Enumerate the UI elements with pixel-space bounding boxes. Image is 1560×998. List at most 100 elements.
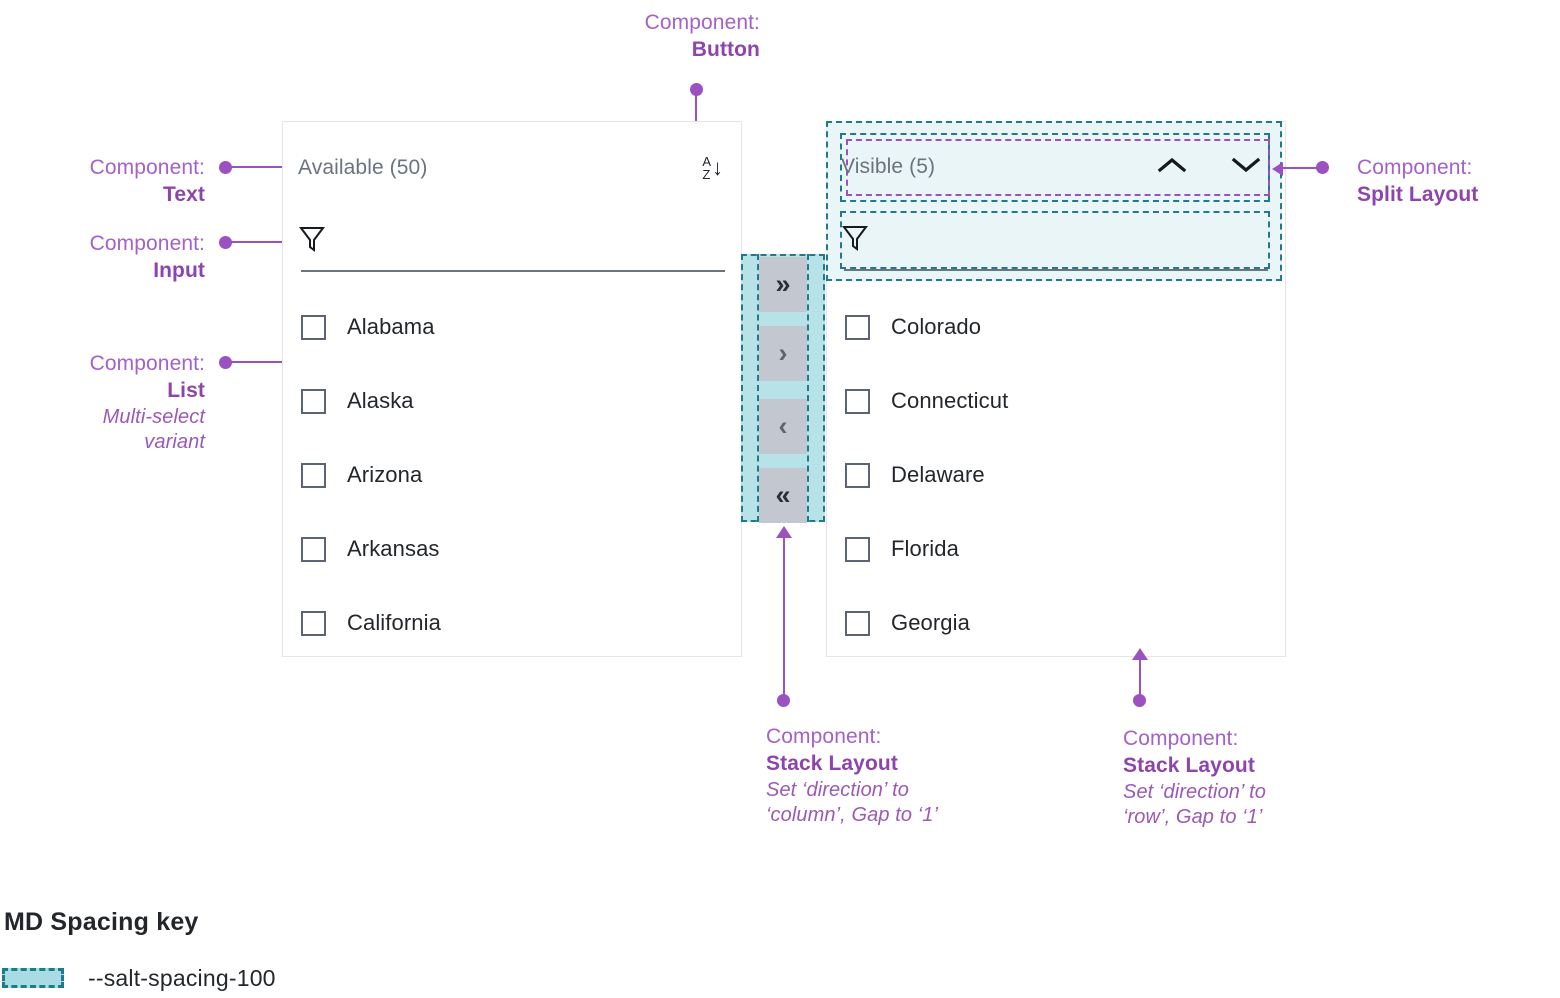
list-item[interactable]: Arizona	[301, 438, 731, 512]
list-item-label: Colorado	[891, 314, 982, 339]
visible-panel-header-icons-overlay	[1156, 155, 1262, 180]
list-item-checkbox[interactable]	[301, 610, 326, 636]
sort-letter-a: A	[702, 153, 711, 169]
move-all-left-button[interactable]: «	[759, 468, 807, 523]
spacing-key-swatch	[2, 968, 64, 988]
annotation-stack-column-sub-2: ‘column’, Gap to ‘1’	[766, 804, 939, 827]
list-item-label: California	[347, 610, 441, 635]
list-item[interactable]: Georgia	[845, 586, 1275, 660]
visible-list[interactable]: Colorado Connecticut Delaware Florida Ge…	[845, 290, 1275, 660]
list-item-label: Connecticut	[891, 388, 1009, 413]
move-left-glyph: ‹	[778, 411, 788, 441]
annotation-stack-column-name: Stack Layout	[766, 751, 898, 775]
list-item[interactable]: Connecticut	[845, 364, 1275, 438]
list-item-checkbox[interactable]	[845, 610, 870, 636]
spacing-key-token: --salt-spacing-100	[88, 965, 276, 991]
leader-dot-list	[219, 356, 232, 369]
leader-line-input	[228, 241, 290, 243]
list-item[interactable]: Alabama	[301, 290, 731, 364]
annotation-input: Component: Input	[20, 231, 205, 285]
annotation-stack-column-sub-1: Set ‘direction’ to	[766, 778, 909, 801]
available-list[interactable]: Alabama Alaska Arizona Arkansas Californ…	[301, 290, 731, 660]
annotation-stack-row-lead: Component:	[1123, 727, 1239, 750]
available-filter-input[interactable]	[298, 224, 326, 259]
list-item-checkbox[interactable]	[301, 314, 326, 340]
list-item-checkbox[interactable]	[301, 536, 326, 562]
transfer-button-stack: » › ‹ «	[741, 254, 825, 523]
list-item-checkbox[interactable]	[301, 462, 326, 488]
leader-dot-split-layout	[1316, 161, 1329, 174]
annotation-button-name: Button	[691, 37, 760, 61]
move-right-button[interactable]: ›	[759, 326, 807, 381]
annotation-text: Component: Text	[20, 155, 205, 209]
leader-line-button	[695, 89, 697, 137]
visible-panel-title-overlay: Visible (5)	[841, 155, 936, 178]
annotation-split-layout-lead: Component:	[1357, 156, 1473, 179]
list-item-label: Georgia	[891, 610, 970, 635]
list-item-checkbox[interactable]	[845, 314, 870, 340]
sort-arrow-down: ↓	[712, 155, 723, 180]
chevron-up-icon[interactable]	[1156, 155, 1188, 180]
leader-dot-stack-column	[777, 694, 790, 707]
funnel-filter-icon	[299, 227, 325, 252]
list-item[interactable]: Arkansas	[301, 512, 731, 586]
annotation-split-layout: Component: Split Layout	[1357, 155, 1557, 209]
annotation-button-lead: Component:	[644, 11, 760, 34]
list-item-checkbox[interactable]	[301, 388, 326, 414]
leader-line-split-layout	[1283, 167, 1323, 169]
split-spacing-guide-input	[840, 211, 1270, 269]
annotation-stack-row: Component: Stack Layout Set ‘direction’ …	[1123, 726, 1463, 831]
annotation-list-sub-1: Multi-select	[102, 405, 205, 428]
move-all-right-button[interactable]: »	[759, 257, 807, 312]
split-spacing-guide-outer	[826, 121, 1282, 281]
available-filter-underline	[301, 270, 725, 272]
annotation-list-name: List	[167, 378, 205, 402]
list-item-checkbox[interactable]	[845, 462, 870, 488]
annotation-stack-column: Component: Stack Layout Set ‘direction’ …	[766, 724, 1096, 829]
chevron-down-icon[interactable]	[1230, 155, 1262, 180]
annotation-text-lead: Component:	[89, 156, 205, 179]
list-item-label: Florida	[891, 536, 959, 561]
list-item-checkbox[interactable]	[845, 388, 870, 414]
list-item[interactable]: Colorado	[845, 290, 1275, 364]
sort-letter-z: Z	[702, 167, 711, 182]
annotation-text-name: Text	[162, 182, 205, 206]
leader-line-stack-row	[1139, 659, 1141, 699]
stack-spacing-guide-inner	[757, 254, 809, 522]
list-item-checkbox[interactable]	[845, 536, 870, 562]
spacing-key-title: MD Spacing key	[4, 908, 199, 936]
annotation-stack-row-sub-1: Set ‘direction’ to	[1123, 780, 1266, 803]
list-item[interactable]: Delaware	[845, 438, 1275, 512]
visible-filter-input-overlay[interactable]	[841, 223, 869, 258]
list-item-label: Alaska	[347, 388, 414, 413]
visible-filter-underline-overlay	[844, 269, 1268, 271]
annotation-split-layout-name: Split Layout	[1357, 182, 1479, 206]
annotation-stack-column-lead: Component:	[766, 725, 882, 748]
move-left-button[interactable]: ‹	[759, 399, 807, 454]
list-item-label: Alabama	[347, 314, 435, 339]
annotation-stack-row-name: Stack Layout	[1123, 753, 1255, 777]
move-right-glyph: ›	[778, 338, 788, 368]
list-item-label: Arizona	[347, 462, 423, 487]
move-all-right-glyph: »	[775, 269, 791, 299]
list-item[interactable]: California	[301, 586, 731, 660]
annotation-list-lead: Component:	[89, 352, 205, 375]
leader-arrow-split-layout	[1272, 162, 1283, 176]
leader-line-stack-column	[783, 537, 785, 700]
annotation-input-name: Input	[153, 258, 205, 282]
leader-dot-text	[219, 161, 232, 174]
leader-dot-input	[219, 236, 232, 249]
leader-dot-stack-row	[1133, 694, 1146, 707]
list-item[interactable]: Alaska	[301, 364, 731, 438]
leader-line-list	[228, 361, 290, 363]
annotation-list-sub-2: variant	[144, 431, 205, 454]
annotation-list: Component: List Multi-select variant	[20, 351, 205, 456]
split-layout-guide	[846, 139, 1270, 196]
list-item[interactable]: Florida	[845, 512, 1275, 586]
visible-panel-header-overlay: Visible (5)	[826, 145, 1286, 189]
